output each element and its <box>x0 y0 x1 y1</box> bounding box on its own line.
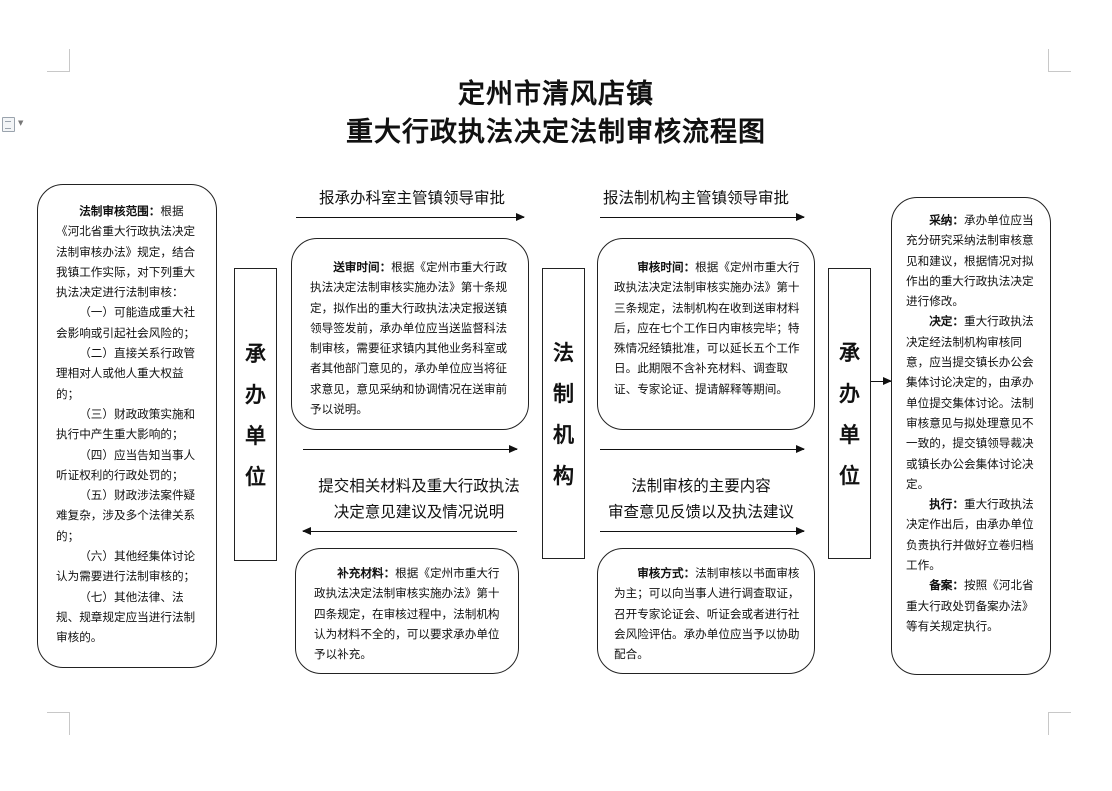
scope-item: （五）财政涉法案件疑难复杂，涉及多个法律关系的； <box>56 488 196 543</box>
scope-item: （二）直接关系行政管理相对人或他人重大权益的； <box>56 346 196 401</box>
unit-char: 办 <box>245 381 266 407</box>
flow-label-submit-materials-1: 提交相关材料及重大行政执法 <box>318 477 520 495</box>
record-heading: 备案： <box>929 578 964 593</box>
adopt-heading: 采纳： <box>929 213 964 227</box>
supplement-materials-box: 补充材料：根据《定州市重大行政执法决定法制审核实施办法》第十四条规定，在审核过程… <box>295 548 519 674</box>
page-corner-mark-top-right <box>1048 49 1071 72</box>
flow-label-submit-materials-2: 决定意见建议及情况说明 <box>333 503 505 521</box>
scope-item: （三）财政政策实施和执行中产生重大影响的； <box>56 406 196 442</box>
arrow-right-mid-right <box>600 445 805 453</box>
scope-item: （四）应当告知当事人听证权利的行政处罚的； <box>56 447 196 482</box>
unit-char: 办 <box>839 380 860 406</box>
unit-char: 单 <box>245 422 266 448</box>
arrow-right-mid-left <box>303 445 518 453</box>
unit-char: 承 <box>839 339 860 365</box>
adopt-body: 承办单位应当充分研究采纳法制审核意见和建议，根据情况对拟作出的重大行政执法决定进… <box>906 213 1034 309</box>
flow-label-agency-approval: 报法制机构主管镇领导审批 <box>602 189 789 207</box>
execute-body: 重大行政执法决定作出后，由承办单位负责执行并做好立卷归档工作。 <box>906 497 1034 573</box>
supplement-body: 根据《定州市重大行政执法决定法制审核实施办法》第十四条规定，在审核过程中，法制机… <box>314 566 500 662</box>
decide-body: 重大行政执法决定经法制机构审核同意，应当提交镇长办公会集体讨论决定的，由承办单位… <box>906 314 1034 491</box>
review-time-body: 根据《定州市重大行政执法决定法制审核实施办法》第十三条规定，法制机构在收到送审材… <box>614 260 800 396</box>
arrow-left-lower <box>302 527 517 535</box>
flow-label-review-feedback: 审查意见反馈以及执法建议 <box>607 503 794 521</box>
flow-label-review-content: 法制审核的主要内容 <box>631 477 771 495</box>
agency-char: 机 <box>553 421 574 447</box>
unit-char: 承 <box>245 340 266 366</box>
page-corner-mark-bottom-left <box>47 712 70 735</box>
unit-char: 位 <box>245 463 266 489</box>
flow-label-submit-approval: 报承办科室主管镇领导审批 <box>318 189 505 207</box>
scope-heading: 法制审核范围： <box>79 204 161 218</box>
submission-time-heading: 送审时间： <box>333 260 392 274</box>
agency-char: 构 <box>553 462 574 488</box>
document-outline-icon[interactable] <box>2 117 15 132</box>
agency-char: 法 <box>553 339 574 365</box>
page-title-line-2: 重大行政执法决定法制审核流程图 <box>346 117 766 148</box>
review-time-box: 审核时间：根据《定州市重大行政执法决定法制审核实施办法》第十三条规定，法制机构在… <box>597 238 815 430</box>
unit-char: 单 <box>839 421 860 447</box>
review-time-heading: 审核时间： <box>637 260 696 274</box>
unit-char: 位 <box>839 462 860 488</box>
review-scope-box: 法制审核范围：根据《河北省重大行政执法决定法制审核办法》规定，结合我镇工作实际，… <box>37 184 217 668</box>
arrow-right-top-right <box>600 213 805 221</box>
undertaking-unit-box-right: 承 办 单 位 <box>828 268 871 559</box>
undertaking-unit-box-left: 承 办 单 位 <box>234 268 277 561</box>
scope-item: （六）其他经集体讨论认为需要进行法制审核的； <box>56 549 196 584</box>
agency-char: 制 <box>553 380 574 406</box>
submission-time-box: 送审时间：根据《定州市重大行政执法决定法制审核实施办法》第十条规定，拟作出的重大… <box>291 238 529 430</box>
review-method-heading: 审核方式： <box>637 566 696 580</box>
review-method-box: 审核方式：法制审核以书面审核为主；可以向当事人进行调查取证，召开专家论证会、听证… <box>597 548 815 674</box>
page-corner-mark-bottom-right <box>1048 712 1071 735</box>
result-box: 采纳：承办单位应当充分研究采纳法制审核意见和建议，根据情况对拟作出的重大行政执法… <box>891 197 1051 675</box>
chevron-down-icon[interactable]: ▼ <box>18 119 24 127</box>
decide-heading: 决定： <box>929 314 964 329</box>
record-body: 按照《河北省重大行政处罚备案办法》等有关规定执行。 <box>906 578 1034 633</box>
execute-heading: 执行： <box>929 497 964 512</box>
supplement-heading: 补充材料： <box>337 566 396 580</box>
arrow-right-lower <box>600 527 805 535</box>
arrow-right-top-left <box>296 213 525 221</box>
scope-intro: 根据《河北省重大行政执法决定法制审核办法》规定，结合我镇工作实际，对下列重大执法… <box>56 204 196 300</box>
review-method-body: 法制审核以书面审核为主；可以向当事人进行调查取证，召开专家论证会、听证会或者进行… <box>614 566 800 662</box>
submission-time-body: 根据《定州市重大行政执法决定法制审核实施办法》第十条规定，拟作出的重大行政执法决… <box>310 260 508 417</box>
arrow-right-to-result <box>871 377 892 385</box>
scope-item: （一）可能造成重大社会影响或引起社会风险的； <box>56 305 196 340</box>
legal-agency-box: 法 制 机 构 <box>542 268 585 559</box>
page-title-line-1: 定州市清风店镇 <box>458 79 654 110</box>
page-corner-mark-top-left <box>47 49 70 72</box>
scope-item: （七）其他法律、法规、规章规定应当进行法制审核的。 <box>56 589 196 645</box>
